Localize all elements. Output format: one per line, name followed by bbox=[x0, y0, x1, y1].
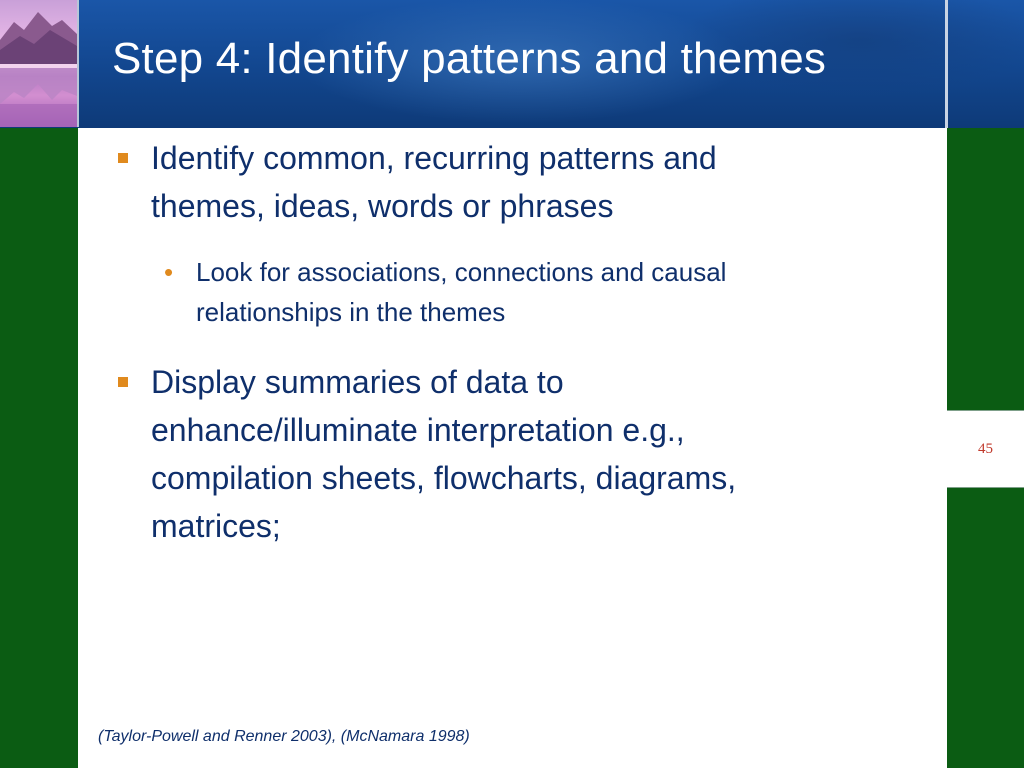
header-divider bbox=[945, 0, 948, 128]
bullet-line: Look for associations, connections and c… bbox=[196, 257, 727, 287]
slide-header: Step 4: Identify patterns and themes bbox=[0, 0, 1024, 130]
content-panel: Identify common, recurring patterns and … bbox=[78, 128, 947, 768]
bullet-item: Display summaries of data to enhance/ill… bbox=[151, 358, 931, 550]
dot-bullet-icon: • bbox=[164, 257, 174, 287]
bullet-line: themes, ideas, words or phrases bbox=[151, 188, 614, 224]
bullet-line: matrices; bbox=[151, 508, 281, 544]
left-green-band bbox=[0, 128, 78, 768]
bullet-line: enhance/illuminate interpretation e.g., bbox=[151, 412, 685, 448]
citation: (Taylor-Powell and Renner 2003), (McNama… bbox=[98, 728, 470, 745]
bullet-line: compilation sheets, flowcharts, diagrams… bbox=[151, 460, 737, 496]
square-bullet-icon bbox=[118, 153, 128, 163]
page-number: 45 bbox=[978, 441, 993, 457]
square-bullet-icon bbox=[118, 377, 128, 387]
bullet-line: Display summaries of data to bbox=[151, 364, 564, 400]
bullet-item: Identify common, recurring patterns and … bbox=[151, 134, 931, 230]
mountain-lake-image bbox=[0, 12, 77, 127]
mountain-lake-thumbnail bbox=[0, 0, 79, 127]
page-number-box: 45 bbox=[947, 410, 1024, 488]
bullet-line: Identify common, recurring patterns and bbox=[151, 140, 717, 176]
slide-title: Step 4: Identify patterns and themes bbox=[112, 34, 827, 83]
sub-bullet-item: Look for associations, connections and c… bbox=[196, 252, 936, 332]
bullet-line: relationships in the themes bbox=[196, 297, 506, 327]
